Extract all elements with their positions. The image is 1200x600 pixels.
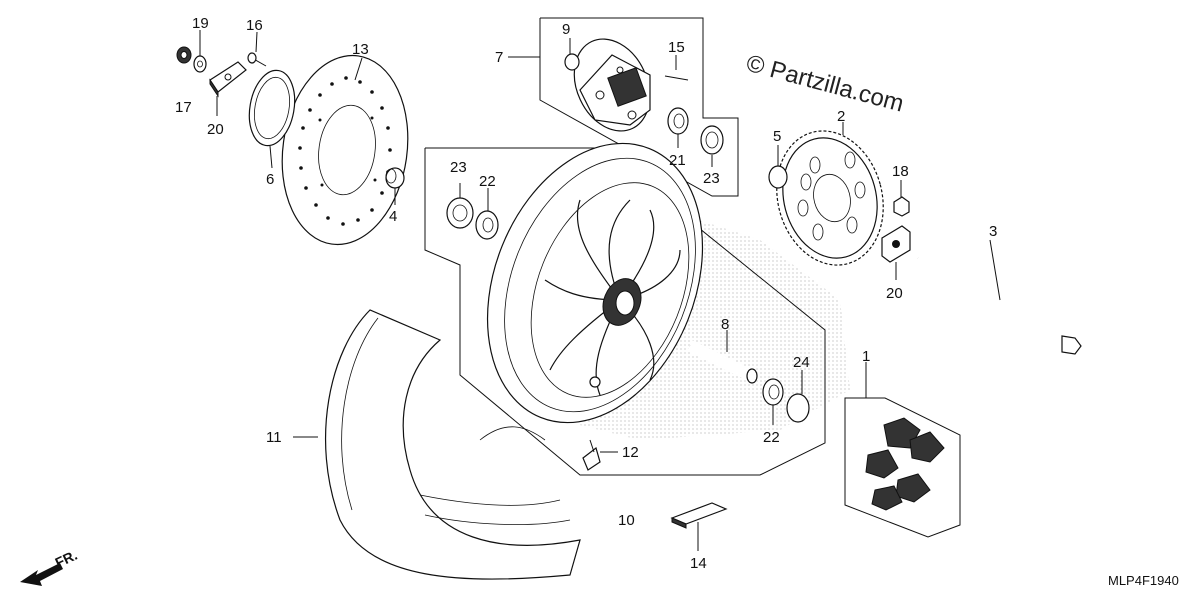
callout-15: 15 (668, 39, 685, 56)
callout-21: 21 (669, 152, 686, 169)
callout-13: 13 (352, 41, 369, 58)
callout-23-right: 23 (703, 170, 720, 187)
oil-seal-23-left (446, 197, 474, 229)
adjuster-plate-left (209, 61, 247, 98)
diagram-code: MLP4F1940 (1108, 573, 1179, 588)
balance-weight (670, 502, 728, 529)
leader-lines (199, 30, 1001, 551)
callout-3: 3 (989, 223, 997, 240)
oil-seal-23-top (700, 125, 724, 155)
callout-11: 11 (266, 429, 282, 446)
callout-20-right: 20 (886, 285, 903, 302)
watermark-text: © Partzilla.com (743, 50, 906, 118)
collar (385, 167, 405, 189)
adjuster-plate-right (881, 225, 911, 263)
callout-20-left: 20 (207, 121, 224, 138)
callout-labels: 1 2 3 4 5 6 7 8 9 10 11 12 13 14 15 16 1… (175, 15, 997, 572)
callout-14: 14 (690, 555, 707, 572)
o-ring (786, 393, 810, 423)
wheel-damper-rubbers (865, 417, 945, 511)
callout-7: 7 (495, 49, 503, 66)
wheel-group-outline (424, 147, 826, 476)
callout-18: 18 (892, 163, 909, 180)
bearing-21 (667, 107, 689, 135)
callout-17: 17 (175, 99, 192, 116)
driven-sprocket (776, 130, 884, 266)
hub-stud-bearing-9 (564, 53, 580, 71)
callout-24: 24 (793, 354, 810, 371)
callout-6: 6 (266, 171, 274, 188)
bearing-22-left (475, 210, 499, 240)
rear-axle (916, 255, 1082, 355)
callout-10: 10 (618, 512, 635, 529)
rear-wheel (486, 142, 704, 424)
callout-8: 8 (721, 316, 729, 333)
callout-5: 5 (773, 128, 781, 145)
collar-5 (768, 165, 788, 189)
callout-2: 2 (837, 108, 845, 125)
tire-valve (582, 439, 601, 471)
callout-19: 19 (192, 15, 209, 32)
final-driven-flange (573, 38, 651, 132)
callout-23-left: 23 (450, 159, 467, 176)
washer (193, 55, 207, 73)
callout-4: 4 (389, 208, 397, 225)
svg-text:FR.: FR. (53, 547, 80, 571)
nut-18 (893, 196, 910, 217)
bolt-small (247, 52, 267, 67)
rear-tire (325, 309, 581, 580)
hub-group-outline (539, 17, 739, 197)
disc-gasket (248, 69, 296, 147)
callout-22-right: 22 (763, 429, 780, 446)
callout-1: 1 (862, 348, 870, 365)
callout-16: 16 (246, 17, 263, 34)
callout-12: 12 (622, 444, 639, 461)
callout-9: 9 (562, 21, 570, 38)
callout-22-left: 22 (479, 173, 496, 190)
brake-disc (281, 54, 409, 246)
bearing-22-right (762, 378, 784, 406)
damper-group-outline (844, 397, 961, 538)
stud-bolt-15 (664, 75, 689, 81)
small-nut (176, 46, 192, 64)
front-direction-arrow: FR. (20, 547, 80, 586)
axle-sleeve (687, 340, 758, 384)
